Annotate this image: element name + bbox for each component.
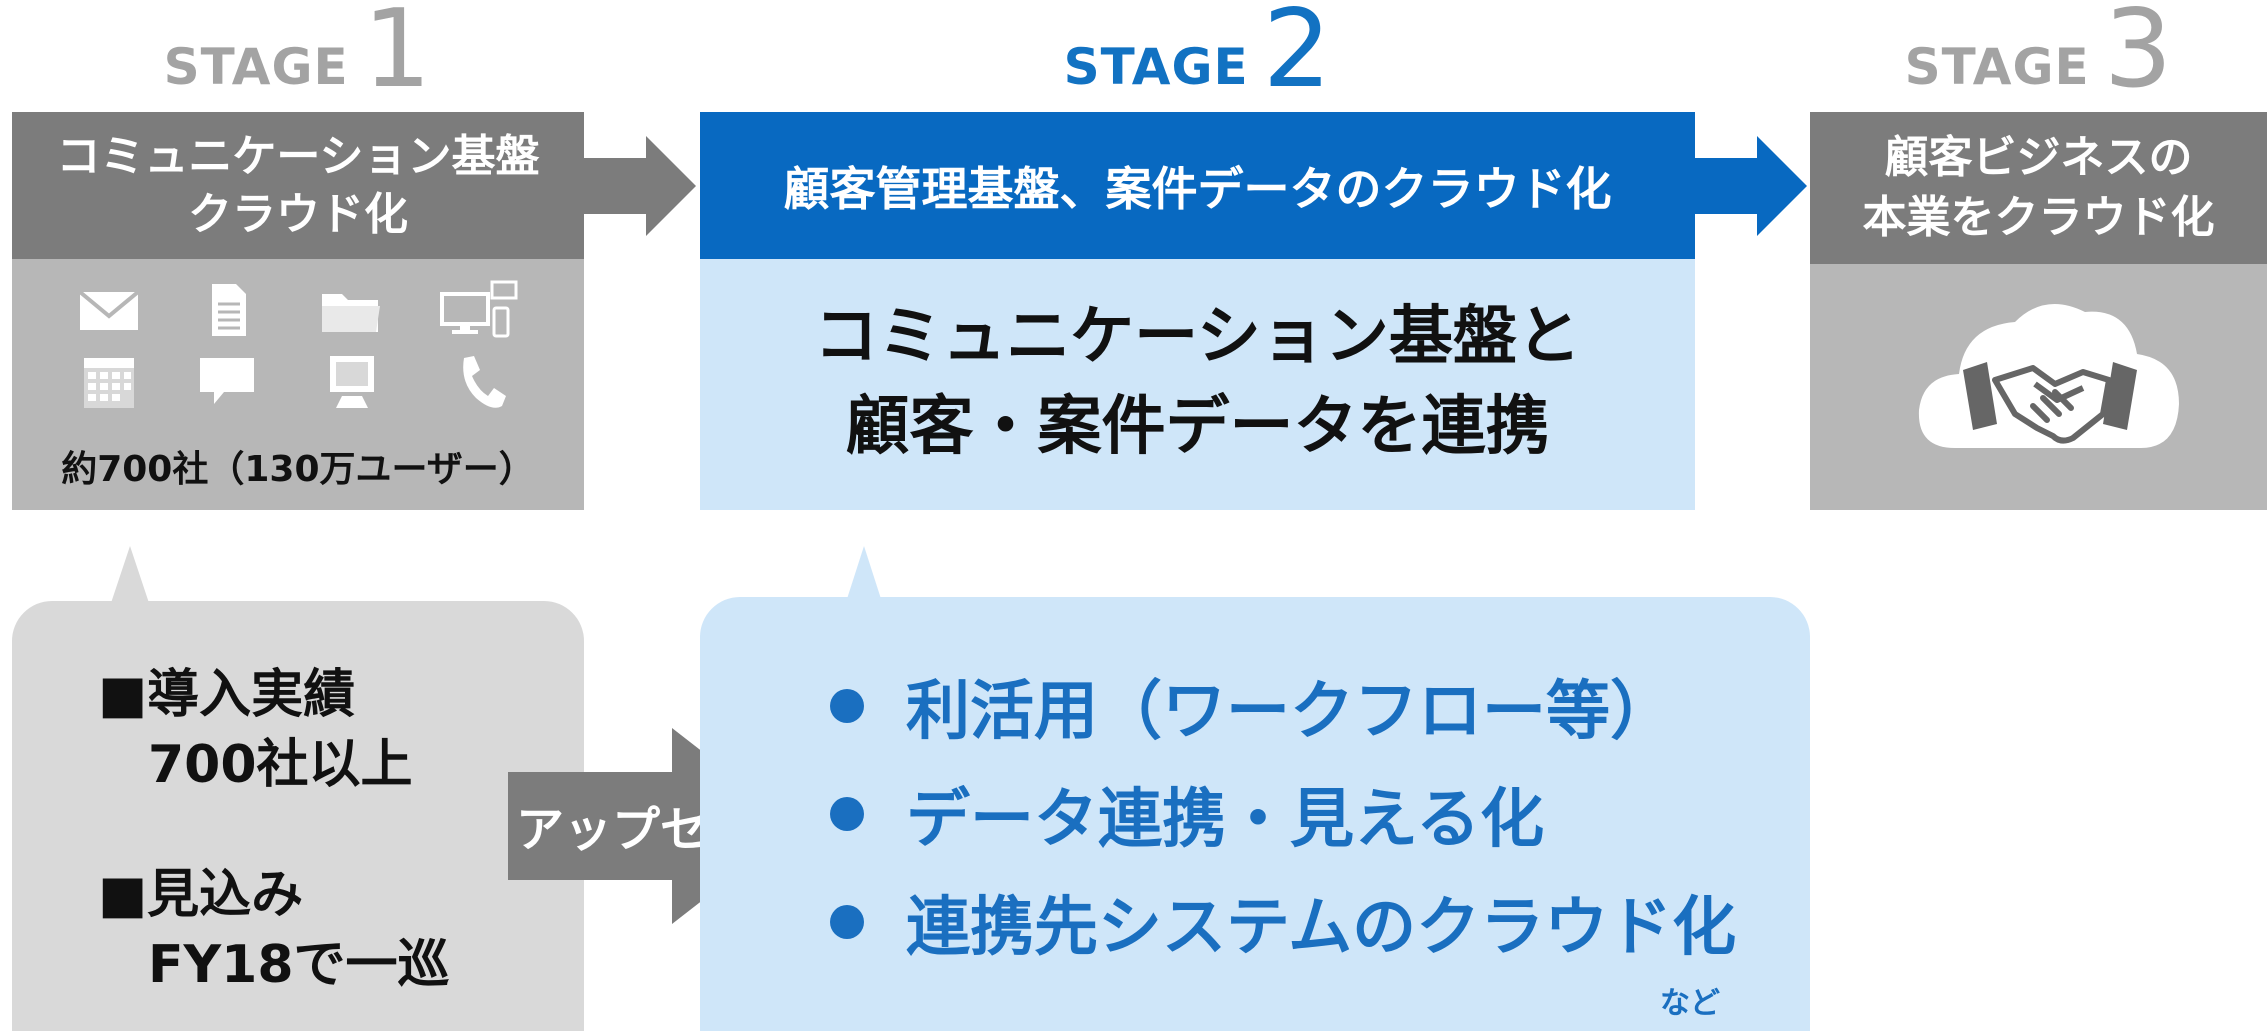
results-title-1: ■導入実績: [98, 665, 356, 725]
cloud-handshake-icon: [1918, 304, 2179, 448]
stage-3-header: 顧客ビジネスの 本業をクラウド化: [1810, 112, 2267, 264]
stage-3-header-line-2: 本業をクラウド化: [1862, 192, 2215, 243]
results-value-2: FY18で一巡: [148, 935, 450, 995]
stage-2-body-text: コミュニケーション基盤と 顧客・案件データを連携: [700, 292, 1695, 472]
stage-1-header-line-2: クラウド化: [188, 188, 408, 240]
stage-1-number: 1: [362, 0, 432, 112]
bullet-item-1: 利活用（ワークフロー等）: [830, 660, 1674, 752]
stage-3-label: STAGE 3: [1810, 0, 2267, 112]
stage2-bubble: [700, 597, 1810, 1031]
chat-icon: [188, 352, 266, 412]
stage-1-header-line-1: コミュニケーション基盤: [56, 130, 540, 182]
bullet-item-1-label: 利活用（ワークフロー等）: [906, 675, 1674, 749]
phone-icon: [440, 352, 518, 412]
mail-icon: [70, 280, 148, 340]
devices-icon: [440, 280, 518, 340]
results-text: ■導入実績 700社以上 ■見込み FY18で一巡: [98, 660, 450, 1000]
results-title-2: ■見込み: [98, 865, 304, 925]
monitor-icon: [312, 352, 390, 412]
stage-2-number: 2: [1262, 0, 1332, 112]
stage-2-body: [700, 259, 1695, 510]
bullet-dot-icon: [830, 689, 864, 723]
bullet-dot-icon: [830, 797, 864, 831]
stage-1-caption: 約700社（130万ユーザー）: [61, 449, 535, 490]
etc-label: など: [1660, 986, 1720, 1021]
results-value-1: 700社以上: [148, 735, 413, 795]
stage-1-label: STAGE 1: [10, 0, 585, 112]
results-bubble: [12, 601, 584, 1031]
arrow-stage1-to-stage2: [584, 136, 696, 236]
calendar-icon: [70, 352, 148, 412]
stage-3-header-line-1: 顧客ビジネスの: [1884, 132, 2193, 183]
arrow-stage2-to-stage3: [1695, 136, 1807, 236]
stage-1-word: STAGE: [163, 38, 349, 96]
stage-2-header: 顧客管理基盤、案件データのクラウド化: [700, 112, 1695, 259]
bullet-item-2-label: データ連携・見える化: [906, 783, 1545, 857]
document-icon: [188, 280, 266, 340]
bullet-dot-icon: [830, 905, 864, 939]
stage-2-body-line-2: 顧客・案件データを連携: [845, 390, 1550, 464]
bullet-item-2: データ連携・見える化: [830, 768, 1544, 860]
results-bubble-tail: [110, 546, 150, 606]
stage-1-header: コミュニケーション基盤 クラウド化: [12, 112, 584, 259]
stage-3-number: 3: [2103, 0, 2173, 112]
stage-3-word: STAGE: [1904, 38, 2090, 96]
folder-icon: [312, 280, 390, 340]
stage-2-label: STAGE 2: [700, 0, 1695, 112]
bullet-item-3: 連携先システムのクラウド化: [830, 876, 1736, 968]
stage-2-word: STAGE: [1063, 38, 1249, 96]
bullet-item-3-label: 連携先システムのクラウド化: [906, 891, 1737, 965]
stage-2-body-line-1: コミュニケーション基盤と: [814, 300, 1581, 374]
stage2-bubble-tail: [846, 546, 882, 602]
